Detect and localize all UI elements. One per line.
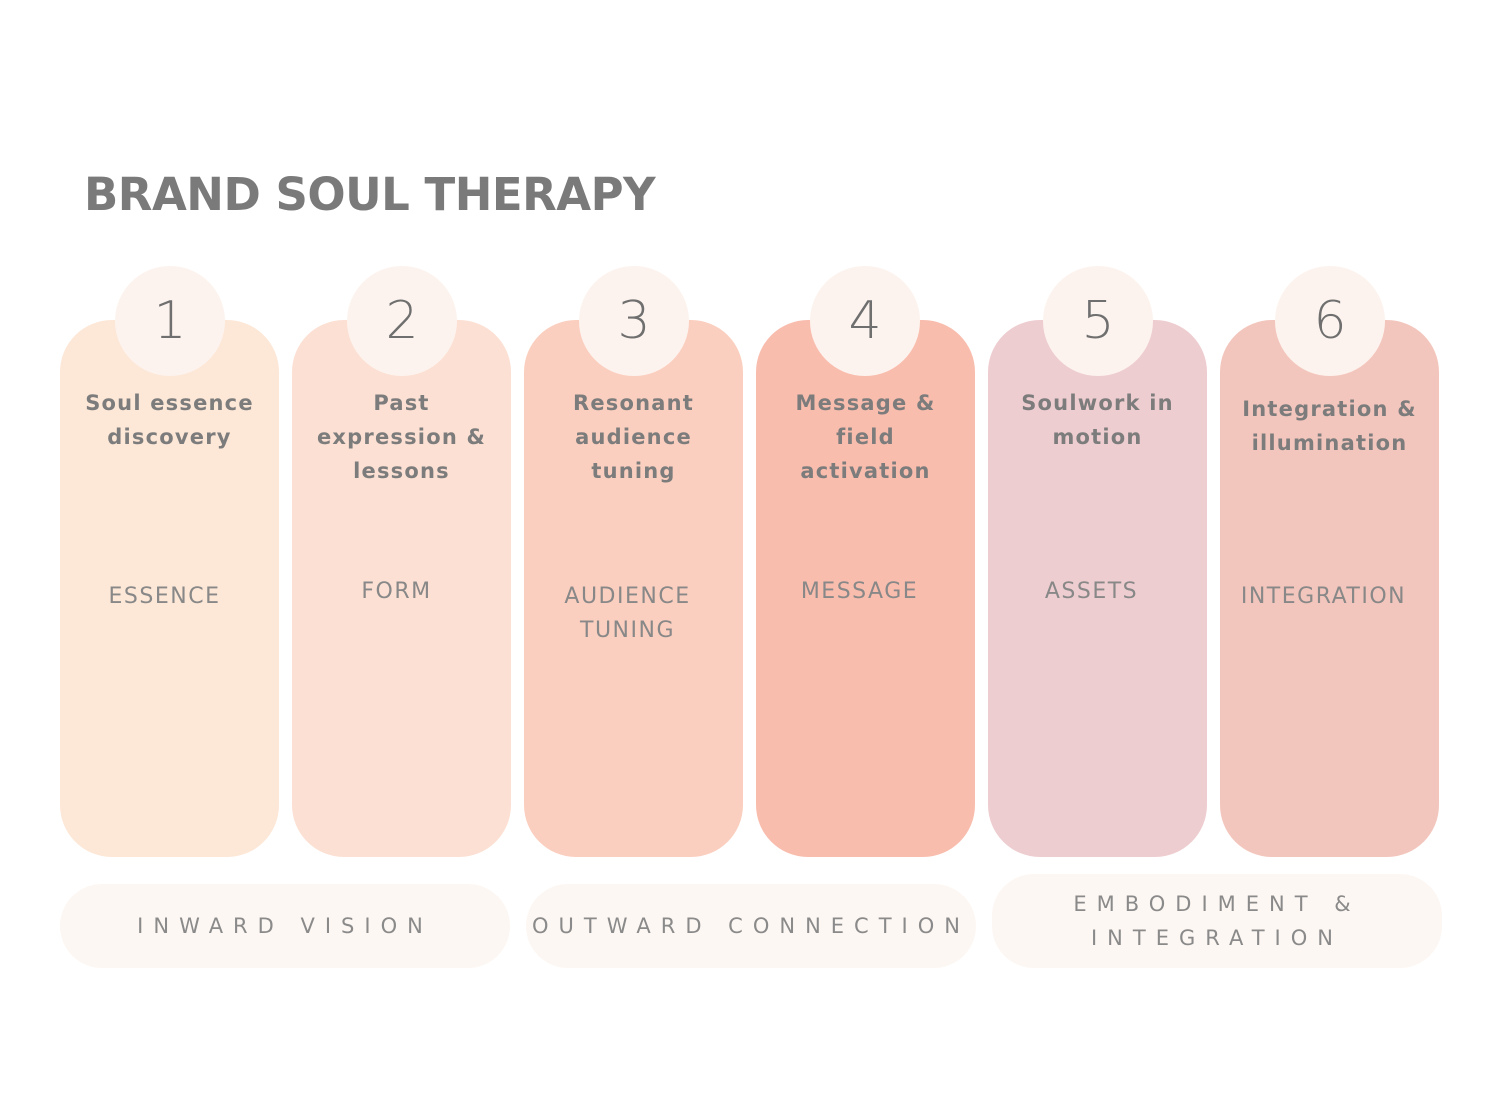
step-number-1: 1 bbox=[115, 266, 225, 376]
phase-embodiment-integration: EMBODIMENT & INTEGRATION bbox=[992, 874, 1442, 968]
step-title-5: Soulwork in motion bbox=[1021, 391, 1174, 449]
step-label-3: AUDIENCE TUNING bbox=[564, 584, 691, 643]
step-card-6 bbox=[1220, 320, 1439, 857]
phase-label: OUTWARD CONNECTION bbox=[532, 914, 970, 938]
step-card-4 bbox=[756, 320, 975, 857]
step-number-5: 5 bbox=[1043, 266, 1153, 376]
step-title-6: Integration & illumination bbox=[1242, 397, 1417, 455]
step-label-1: ESSENCE bbox=[108, 584, 221, 609]
step-label-4: MESSAGE bbox=[800, 579, 919, 604]
step-card-3 bbox=[524, 320, 743, 857]
step-title-1: Soul essence discovery bbox=[85, 391, 254, 449]
step-number-6: 6 bbox=[1275, 266, 1385, 376]
step-number-3: 3 bbox=[579, 266, 689, 376]
step-card-5 bbox=[988, 320, 1207, 857]
step-number-4: 4 bbox=[810, 266, 920, 376]
phase-label: INWARD VISION bbox=[137, 914, 433, 938]
phase-inward-vision: INWARD VISION bbox=[60, 884, 510, 968]
step-title-3: Resonant audience tuning bbox=[572, 391, 695, 483]
phase-label: EMBODIMENT & INTEGRATION bbox=[1073, 892, 1361, 950]
page-title: BRAND SOUL THERAPY bbox=[84, 168, 656, 221]
step-label-5: ASSETS bbox=[1044, 579, 1139, 604]
step-title-4: Message & field activation bbox=[795, 391, 936, 483]
step-label-2: FORM bbox=[361, 579, 432, 604]
step-label-6: INTEGRATION bbox=[1240, 584, 1407, 609]
step-card-2 bbox=[292, 320, 511, 857]
step-number-2: 2 bbox=[347, 266, 457, 376]
step-card-1 bbox=[60, 320, 279, 857]
step-title-2: Past expression & lessons bbox=[316, 391, 487, 483]
phase-outward-connection: OUTWARD CONNECTION bbox=[526, 884, 976, 968]
